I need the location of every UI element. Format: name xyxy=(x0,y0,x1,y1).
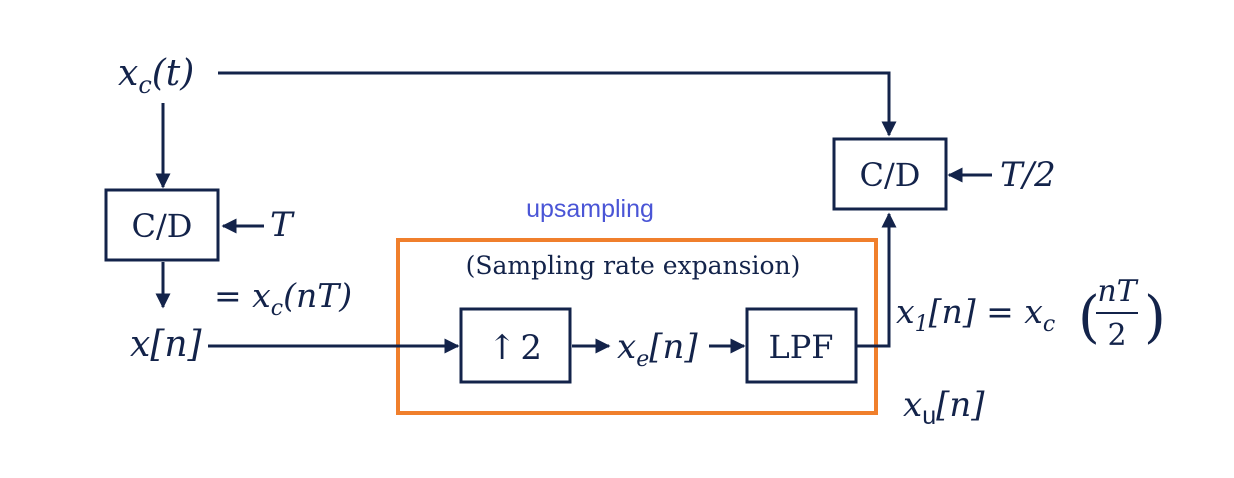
upsampler-label: ↑2 xyxy=(488,328,542,368)
lpf-block: LPF xyxy=(745,307,858,384)
right-paren: ) xyxy=(1144,285,1166,350)
frac-numerator: nT xyxy=(1097,274,1138,309)
rate-T-label: T xyxy=(270,205,295,245)
upsampler-factor: 2 xyxy=(520,328,542,368)
cd-block-right: C/D xyxy=(832,137,948,211)
cd-block-left: C/D xyxy=(104,188,220,262)
wire-lpf-to-right-cd xyxy=(857,212,897,348)
signal-xe-n: xe[n] xyxy=(617,327,698,372)
frac-denominator: 2 xyxy=(1107,318,1126,353)
cd-right-label: C/D xyxy=(860,156,921,194)
up-arrow-glyph: ↑ xyxy=(488,328,517,368)
signal-x1-n-equation: x1[n] = xc ( nT 2 ) xyxy=(896,274,1166,353)
wire-xc-to-right-cd xyxy=(218,71,897,137)
signal-x-n: x[n] xyxy=(130,324,203,365)
rate-T-over-2-label: T/2 xyxy=(1000,155,1056,195)
upsampler-block: ↑2 xyxy=(459,307,572,384)
upsampling-annotation: upsampling xyxy=(526,195,654,223)
cd-left-label: C/D xyxy=(132,207,193,245)
upsampling-frame xyxy=(396,238,878,415)
signal-xu-n: xu[n] xyxy=(903,385,985,430)
signal-x1-n: x1[n] = xc xyxy=(896,292,1055,337)
sampling-rate-expansion-label: (Sampling rate expansion) xyxy=(466,251,801,280)
left-paren: ( xyxy=(1078,285,1100,350)
lpf-label: LPF xyxy=(769,328,834,366)
signal-xc-t: xc(t) xyxy=(118,53,194,99)
signal-equals-xc-nT: = xc(nT) xyxy=(214,276,352,321)
